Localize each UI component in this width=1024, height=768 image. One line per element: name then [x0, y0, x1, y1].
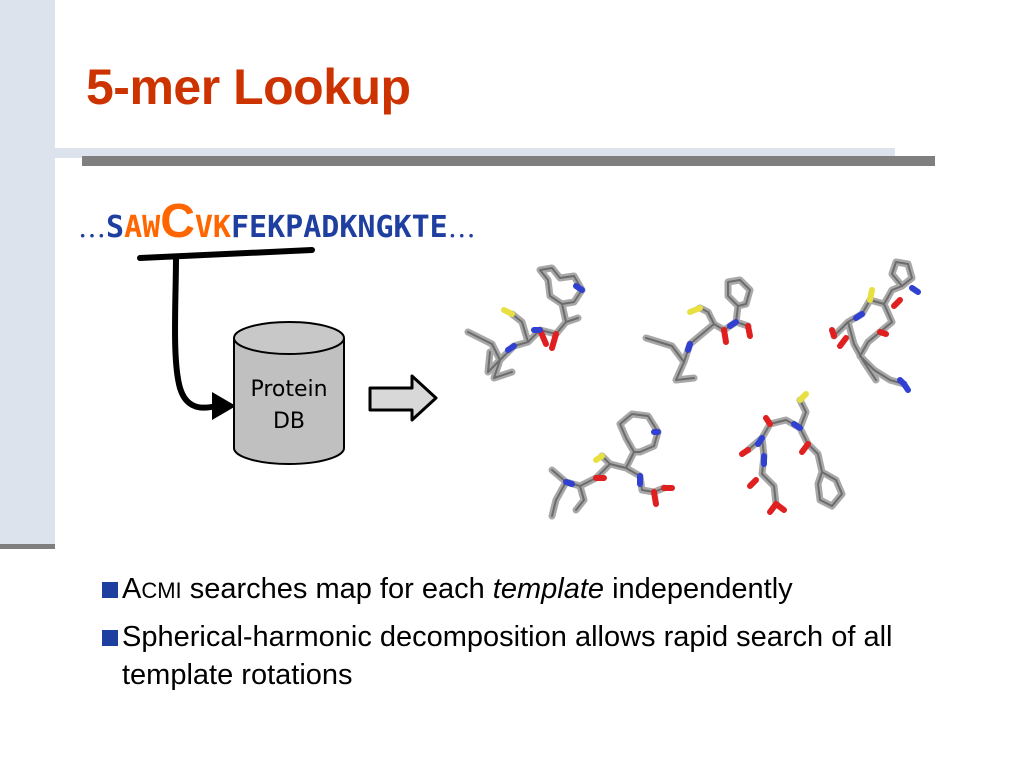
sequence-lead: S	[106, 210, 125, 245]
template-molecule-3	[829, 258, 921, 393]
sequence-suffix-dots: …	[447, 211, 476, 244]
square-bullet-icon	[102, 630, 118, 646]
lookup-arrow	[172, 255, 217, 411]
bullet-item: Spherical-harmonic decomposition allows …	[100, 618, 980, 694]
title-rule-light	[55, 148, 895, 158]
template-molecule-1	[464, 264, 586, 382]
output-arrow	[368, 374, 438, 422]
sequence-center-residue: C	[160, 195, 195, 248]
bullet-text-before: searches map for each	[181, 573, 493, 605]
template-molecule-4	[548, 410, 675, 520]
sidebar-decoration	[0, 0, 55, 548]
fivemer-bracket	[137, 247, 315, 261]
protein-sequence: …SAWCVKFEKPADKNGKTE…	[78, 194, 476, 249]
bullet-text-after: independently	[604, 573, 793, 605]
title-band	[55, 0, 1024, 148]
bullet-item: ACMI searches map for each template inde…	[100, 570, 980, 610]
bullet-text: Spherical-harmonic decomposition allows …	[122, 621, 893, 691]
sequence-left-highlight: AW	[124, 210, 161, 245]
bullet-list: ACMI searches map for each template inde…	[100, 570, 980, 702]
protein-db-cylinder: Protein DB	[233, 321, 345, 465]
bullet-emphasis: template	[492, 573, 605, 605]
sidebar-edge-decoration	[0, 544, 55, 549]
acmi-small-caps: CMI	[141, 578, 182, 603]
square-bullet-icon	[102, 582, 118, 598]
template-molecule-5	[739, 391, 846, 515]
db-label-line1: Protein	[250, 377, 327, 402]
sequence-right-highlight: VK	[194, 210, 231, 245]
slide-title: 5-mer Lookup	[86, 59, 411, 115]
lookup-arrow-head	[212, 392, 236, 420]
sequence-tail: FEKPADKNGKTE	[230, 210, 448, 245]
db-label-line2: DB	[273, 409, 305, 434]
sequence-prefix-dots: …	[78, 211, 106, 244]
template-molecule-2	[642, 276, 754, 384]
title-rule-dark	[82, 156, 935, 166]
acmi-cap: A	[122, 573, 142, 605]
